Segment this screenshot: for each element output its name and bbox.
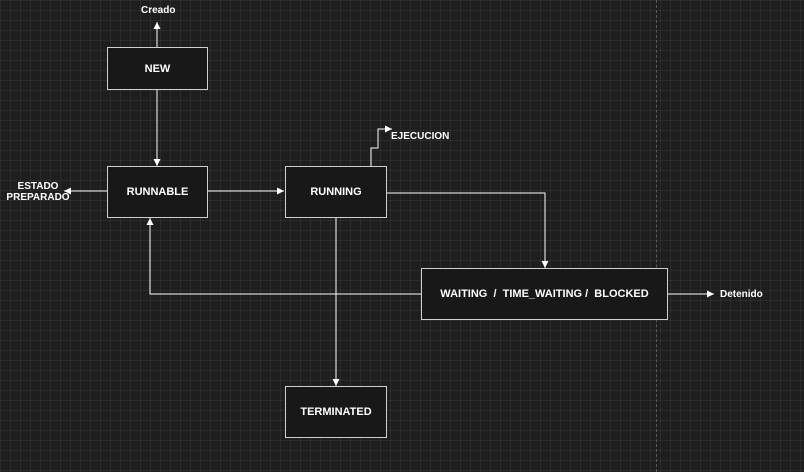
state-runnable-label: RUNNABLE: [126, 186, 189, 198]
state-running-label: RUNNING: [310, 186, 362, 198]
page-boundary: [656, 0, 657, 472]
state-waiting-label: WAITING / TIME_WAITING / BLOCKED: [440, 288, 649, 300]
state-terminated-label: TERMINATED: [300, 406, 372, 418]
label-estado-line1: ESTADO: [17, 181, 59, 192]
label-detenido: Detenido: [720, 289, 763, 300]
state-running: RUNNING: [285, 166, 387, 218]
state-runnable: RUNNABLE: [107, 166, 208, 218]
state-terminated: TERMINATED: [285, 386, 387, 438]
state-waiting-blocked: WAITING / TIME_WAITING / BLOCKED: [421, 268, 668, 320]
edge-running-to-waiting: [387, 192, 549, 268]
state-new: NEW: [107, 47, 208, 90]
edge-running-to-ejecucion: [370, 125, 392, 166]
label-estado-preparado: ESTADO PREPARADO: [6, 181, 70, 203]
state-new-label: NEW: [144, 62, 171, 75]
label-estado-line2: PREPARADO: [6, 192, 70, 203]
edge-waiting-to-runnable: [146, 218, 421, 295]
label-creado: Creado: [141, 5, 176, 16]
label-ejecucion: EJECUCION: [391, 131, 450, 142]
